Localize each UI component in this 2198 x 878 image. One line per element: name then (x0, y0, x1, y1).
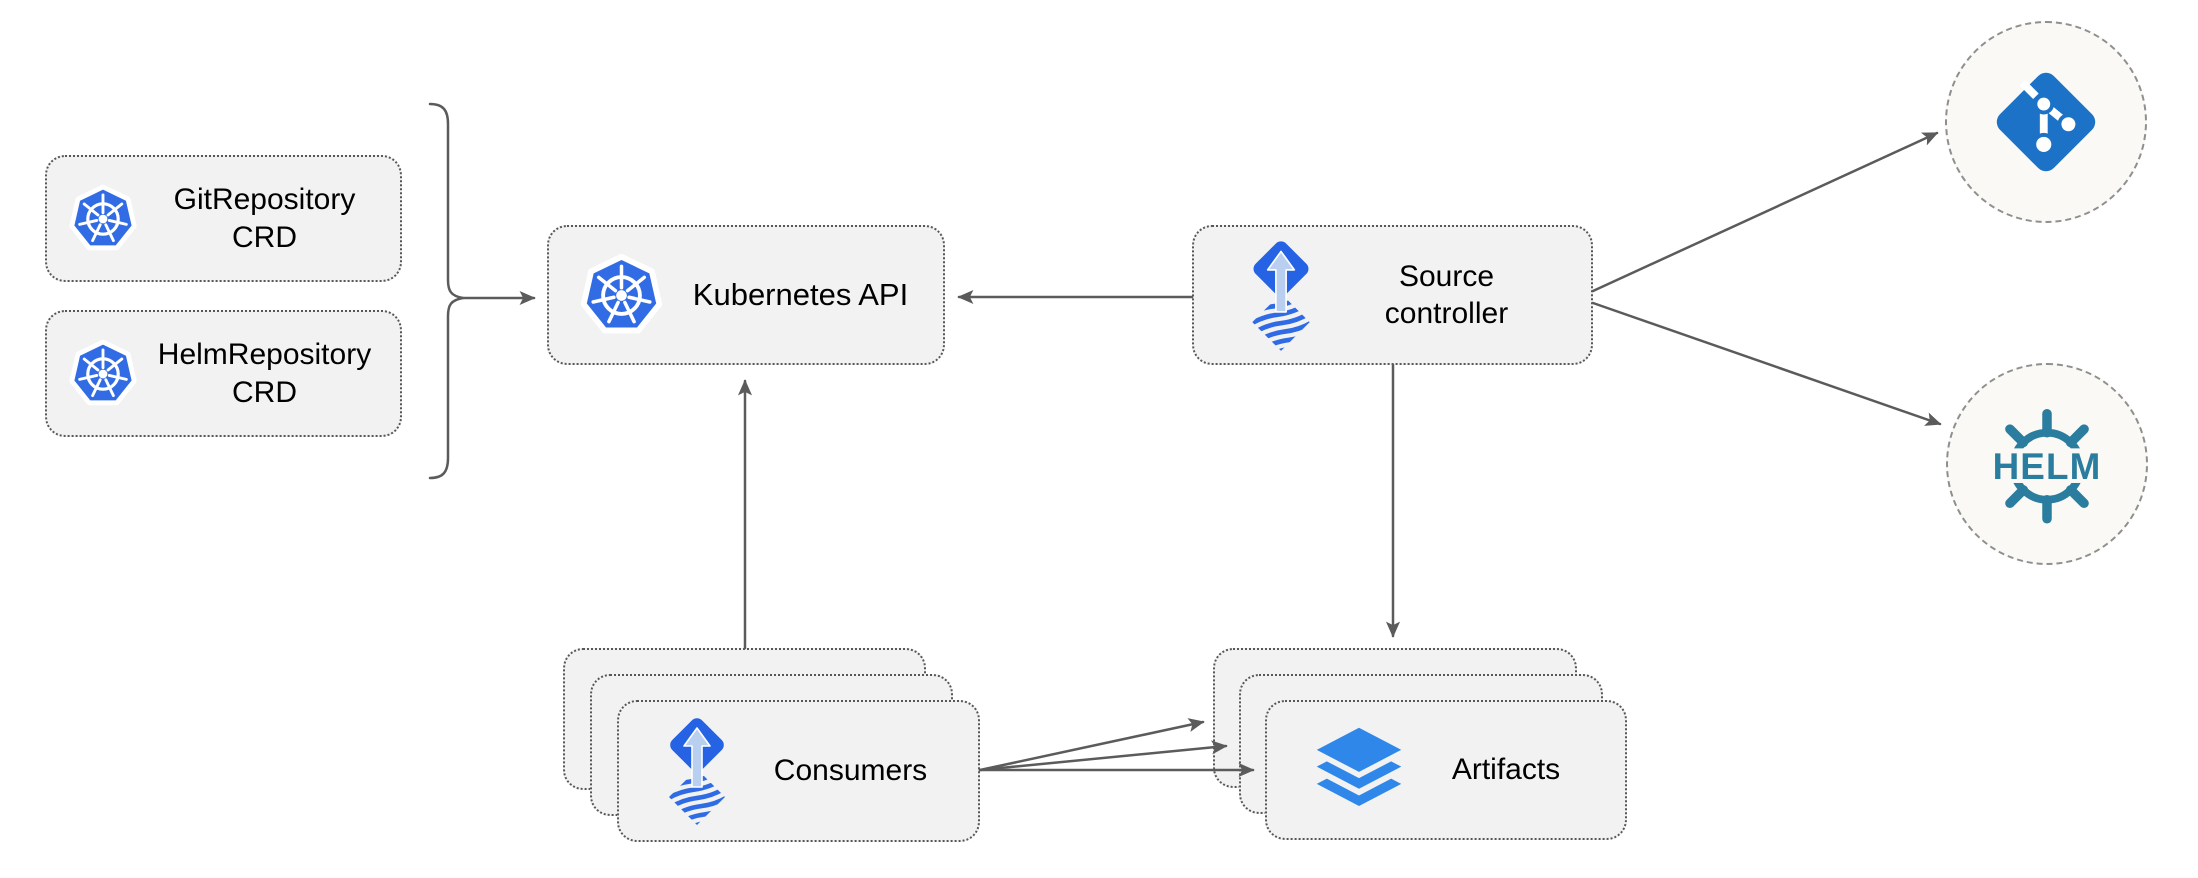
node-label: Artifacts (1451, 753, 1561, 787)
node-gitrepository-crd: GitRepository CRD (45, 155, 402, 282)
edge-source-controller-to-helm (1591, 301, 1942, 426)
edge-consumers-to-artifacts-back (978, 718, 1205, 772)
node-kubernetes-api: Kubernetes API (547, 225, 945, 365)
node-label: Source controller (1384, 259, 1509, 331)
node-artifacts: Artifacts (1265, 700, 1627, 840)
node-helmrepository-crd: HelmRepository CRD (45, 310, 402, 437)
kubernetes-icon (573, 247, 670, 344)
node-label: GitRepository CRD (173, 183, 356, 254)
node-label: HelmRepository CRD (157, 338, 372, 409)
node-consumers: Consumers (617, 700, 980, 842)
node-label: Kubernetes API (692, 276, 909, 312)
kubernetes-icon (63, 334, 143, 414)
flux-icon (657, 715, 737, 827)
helm-logo-text: HELM (1993, 446, 2102, 487)
edge-consumers-to-artifacts-middle (978, 740, 1228, 772)
kubernetes-icon (63, 179, 143, 259)
node-helm-endpoint: HELM (1946, 363, 2148, 565)
flux-icon (1240, 238, 1322, 353)
edge-source-controller-to-git (1591, 131, 1939, 293)
git-icon (1990, 66, 2102, 178)
crd-group-bracket (428, 102, 464, 480)
helm-icon: HELM (1982, 409, 2112, 524)
node-git-endpoint (1945, 21, 2147, 223)
node-label: Consumers (773, 754, 928, 788)
node-source-controller: Source controller (1192, 225, 1593, 365)
layers-icon (1311, 722, 1407, 818)
